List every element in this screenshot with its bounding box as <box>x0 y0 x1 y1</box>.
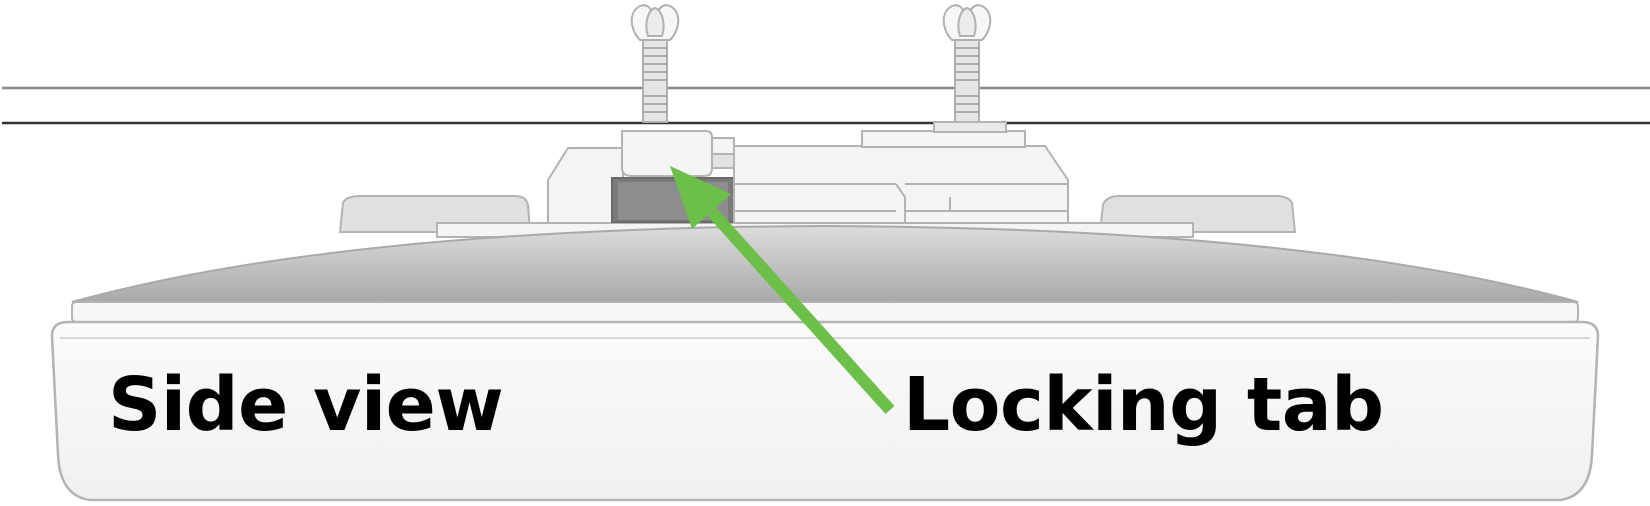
wing-bolt-icon <box>630 4 680 123</box>
wing-bolt-icon <box>942 4 992 123</box>
device-dome <box>71 224 1579 303</box>
device-rim <box>71 301 1579 323</box>
arrow-icon <box>670 166 895 415</box>
locking-tab-label: Locking tab <box>903 362 1384 448</box>
mounting-bracket <box>436 121 1194 238</box>
side-view-label: Side view <box>108 362 504 448</box>
device-body <box>50 320 1600 502</box>
